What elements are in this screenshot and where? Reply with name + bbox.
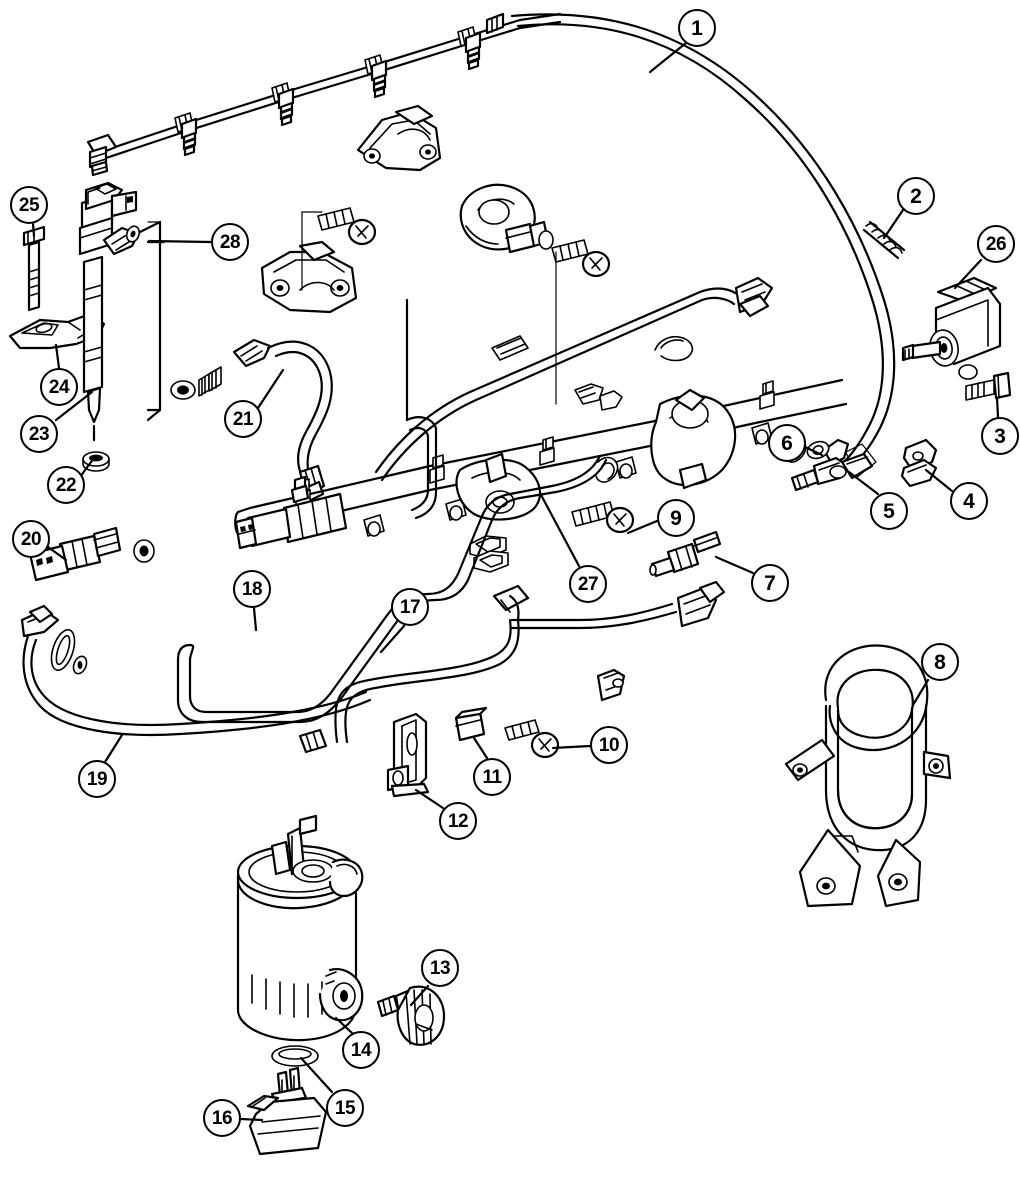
callout-3[interactable]: 3 (981, 417, 1019, 455)
water-in-fuel-sensor-item16 (246, 1066, 328, 1156)
callout-20[interactable]: 20 (12, 520, 50, 558)
rail-injector-left (234, 475, 348, 550)
fuel-temperature-sensor-item20 (28, 526, 155, 582)
callout-12[interactable]: 12 (439, 802, 477, 840)
item28-bracket-line (138, 220, 166, 422)
fuel-filter-assembly (236, 814, 364, 1042)
callout-11[interactable]: 11 (473, 758, 511, 796)
callout-1[interactable]: 1 (678, 9, 716, 47)
callout-17[interactable]: 17 (391, 588, 429, 626)
callout-22[interactable]: 22 (47, 466, 85, 504)
bracket-upper-mid-c (260, 240, 358, 314)
fuel-rail-assembly-item27 (234, 335, 848, 573)
bracket-upper-mid-b (459, 183, 554, 254)
bolt-upper-b (551, 239, 611, 278)
callout-18[interactable]: 18 (233, 570, 271, 608)
bolt-item10 (504, 719, 560, 759)
mid-upper-hose (374, 276, 774, 482)
callout-27[interactable]: 27 (569, 565, 607, 603)
callout-4[interactable]: 4 (950, 482, 988, 520)
fuel-pressure-regulator-item26 (901, 276, 1002, 380)
fuel-line-to-filter-item19 (20, 604, 372, 737)
injector-seal-group (170, 366, 222, 400)
hose-clip-small (596, 668, 626, 702)
spacer-block-item11 (454, 706, 488, 742)
banjo-fitting-item4 (900, 438, 938, 488)
check-valve-item7 (649, 530, 722, 578)
fuel-injector-item23 (78, 181, 141, 442)
callout-21[interactable]: 21 (224, 400, 262, 438)
bolt-item9 (571, 501, 635, 534)
filter-mount-clip-item12 (386, 712, 430, 798)
callout-28[interactable]: 28 (211, 223, 249, 261)
water-drain-valve-item13 (376, 985, 446, 1046)
callout-8[interactable]: 8 (921, 643, 959, 681)
fuel-supply-line-item17 (298, 584, 530, 754)
callout-10[interactable]: 10 (590, 726, 628, 764)
callout-26[interactable]: 26 (977, 225, 1015, 263)
callout-leader-lines (31, 41, 1000, 1122)
injector-hold-down-clamp-item24 (8, 312, 106, 350)
callout-13[interactable]: 13 (421, 949, 459, 987)
callout-24[interactable]: 24 (40, 368, 78, 406)
callout-16[interactable]: 16 (203, 1099, 241, 1137)
callout-19[interactable]: 19 (78, 760, 116, 798)
screw-bolt-item3 (965, 371, 1012, 401)
fuel-filter-bracket-item8 (784, 644, 952, 908)
connector-elbow-item5 (790, 438, 877, 492)
callout-23[interactable]: 23 (20, 415, 58, 453)
lower-right-line-fitting (510, 580, 726, 630)
callout-14[interactable]: 14 (342, 1031, 380, 1069)
callout-5[interactable]: 5 (870, 492, 908, 530)
o-ring-item15 (271, 1045, 319, 1067)
fuel-return-hose-item1 (510, 13, 896, 468)
callout-2[interactable]: 2 (897, 177, 935, 215)
return-line-riser (426, 454, 608, 602)
callout-15[interactable]: 15 (326, 1089, 364, 1127)
rail-feed-riser (405, 298, 438, 520)
spring-pin-item2 (862, 220, 906, 260)
callout-9[interactable]: 9 (657, 499, 695, 537)
callout-6[interactable]: 6 (768, 424, 806, 462)
callout-7[interactable]: 7 (751, 564, 789, 602)
callout-25[interactable]: 25 (10, 186, 48, 224)
bolt-upper-a (317, 207, 377, 246)
leak-off-fuel-rail-top (86, 12, 562, 177)
bracket-upper-mid-a (356, 104, 442, 172)
